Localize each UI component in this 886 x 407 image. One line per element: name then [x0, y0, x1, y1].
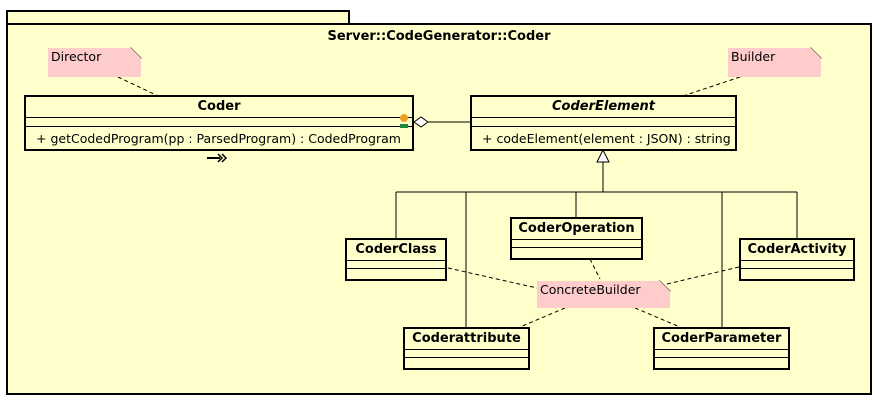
class-coder-attributes — [26, 118, 412, 127]
note-builder-label: Builder — [731, 49, 776, 64]
class-coder-parameter[interactable]: CoderParameter — [653, 327, 790, 370]
class-coder-name: Coder — [26, 97, 412, 118]
class-coder-attribute-name: Coderattribute — [405, 329, 528, 350]
class-coder-attribute[interactable]: Coderattribute — [403, 327, 530, 370]
note-concrete-builder: ConcreteBuilder — [537, 281, 670, 308]
class-coder-operation-name: CoderOperation — [512, 219, 641, 240]
aggregation-diamond — [413, 116, 429, 128]
class-coder-element[interactable]: CoderElement + codeElement(element : JSO… — [470, 95, 737, 151]
class-coder-element-operation: + codeElement(element : JSON) : string — [482, 131, 731, 146]
class-coder-operation[interactable]: CoderOperation — [510, 217, 643, 260]
note-concrete-builder-label: ConcreteBuilder — [540, 282, 641, 297]
class-coder-class-name: CoderClass — [347, 240, 445, 261]
note-builder: Builder — [728, 48, 821, 77]
coder-visibility-icon — [400, 124, 408, 128]
class-coder-operation: + getCodedProgram(pp : ParsedProgram) : … — [36, 131, 401, 146]
note-director: Director — [48, 48, 141, 77]
package-title: Server::CodeGenerator::Coder — [327, 29, 551, 44]
class-coder-activity[interactable]: CoderActivity — [739, 238, 855, 281]
class-coder-activity-name: CoderActivity — [741, 240, 853, 261]
package-tab — [6, 10, 350, 24]
class-coder-parameter-name: CoderParameter — [655, 329, 788, 350]
note-director-label: Director — [51, 49, 102, 64]
class-coder[interactable]: Coder + getCodedProgram(pp : ParsedProgr… — [24, 95, 414, 151]
class-coder-element-name: CoderElement — [472, 97, 735, 118]
coder-status-icon — [400, 114, 408, 122]
builder-note-link — [682, 76, 741, 97]
director-note-link — [117, 76, 159, 97]
class-coder-class[interactable]: CoderClass — [345, 238, 447, 281]
class-coder-element-attributes — [472, 118, 735, 127]
generalization-arrow — [596, 148, 610, 163]
